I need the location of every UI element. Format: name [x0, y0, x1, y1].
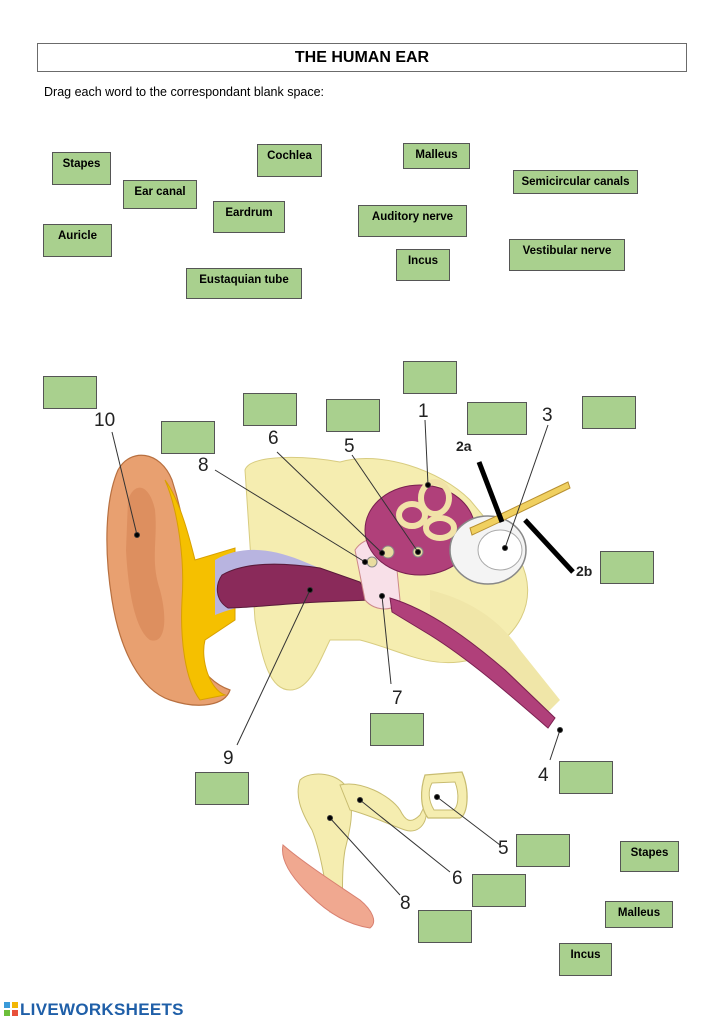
number-8: 8 — [198, 455, 209, 476]
number-2b: 2b — [576, 563, 593, 579]
instruction-text: Drag each word to the correspondant blan… — [44, 85, 325, 99]
liveworksheets-logo: LIVEWORKSHEETS — [4, 1000, 184, 1020]
word-cochlea[interactable]: Cochlea — [257, 144, 322, 177]
number-9: 9 — [223, 748, 234, 769]
incus-enlarged — [339, 783, 427, 832]
eardrum-enlarged — [282, 844, 375, 929]
number-5-lower: 5 — [498, 838, 509, 859]
word-vestibular-nerve[interactable]: Vestibular nerve — [509, 239, 625, 271]
number-8-lower: 8 — [400, 893, 411, 914]
bone-lower — [430, 590, 560, 720]
word-auditory-nerve[interactable]: Auditory nerve — [358, 205, 467, 237]
number-3: 3 — [542, 405, 553, 426]
word-auricle[interactable]: Auricle — [43, 224, 112, 257]
auricle-inner — [126, 487, 165, 641]
nerve — [469, 481, 571, 536]
word-eustaquian-tube[interactable]: Eustaquian tube — [186, 268, 302, 299]
blank-6-lower[interactable] — [472, 874, 526, 907]
eustachian-tube — [389, 597, 556, 729]
cartilage — [164, 479, 236, 701]
word-stapes-2[interactable]: Stapes — [620, 841, 679, 872]
word-malleus[interactable]: Malleus — [403, 143, 470, 169]
number-7: 7 — [392, 688, 403, 709]
number-10: 10 — [94, 410, 116, 431]
word-eardrum[interactable]: Eardrum — [213, 201, 285, 233]
blank-3[interactable] — [582, 396, 636, 429]
word-malleus-2[interactable]: Malleus — [605, 901, 673, 928]
word-incus[interactable]: Incus — [396, 249, 450, 281]
blank-5[interactable] — [326, 399, 380, 432]
number-6: 6 — [268, 428, 279, 449]
blank-1[interactable] — [403, 361, 457, 394]
number-5: 5 — [344, 436, 355, 457]
blank-7[interactable] — [370, 713, 424, 746]
blank-8-lower[interactable] — [418, 910, 472, 943]
word-stapes[interactable]: Stapes — [52, 152, 111, 185]
word-semicircular-canals[interactable]: Semicircular canals — [513, 170, 638, 194]
number-4: 4 — [538, 765, 549, 786]
blank-10[interactable] — [43, 376, 97, 409]
logo-text: LIVEWORKSHEETS — [20, 1000, 184, 1019]
blank-8[interactable] — [243, 393, 297, 426]
blank-2a[interactable] — [467, 402, 527, 435]
number-2a: 2a — [456, 438, 472, 454]
blank-4[interactable] — [559, 761, 613, 794]
word-ear-canal[interactable]: Ear canal — [123, 180, 197, 209]
word-incus-2[interactable]: Incus — [559, 943, 612, 976]
number-1: 1 — [418, 401, 429, 422]
logo-icon — [4, 1001, 18, 1016]
blank-6[interactable] — [161, 421, 215, 454]
blank-2b[interactable] — [600, 551, 654, 584]
blank-9[interactable] — [195, 772, 249, 805]
page-title: THE HUMAN EAR — [37, 43, 687, 72]
ear-canal-shape — [216, 563, 371, 609]
number-6-lower: 6 — [452, 868, 463, 889]
blank-5-lower[interactable] — [516, 834, 570, 867]
